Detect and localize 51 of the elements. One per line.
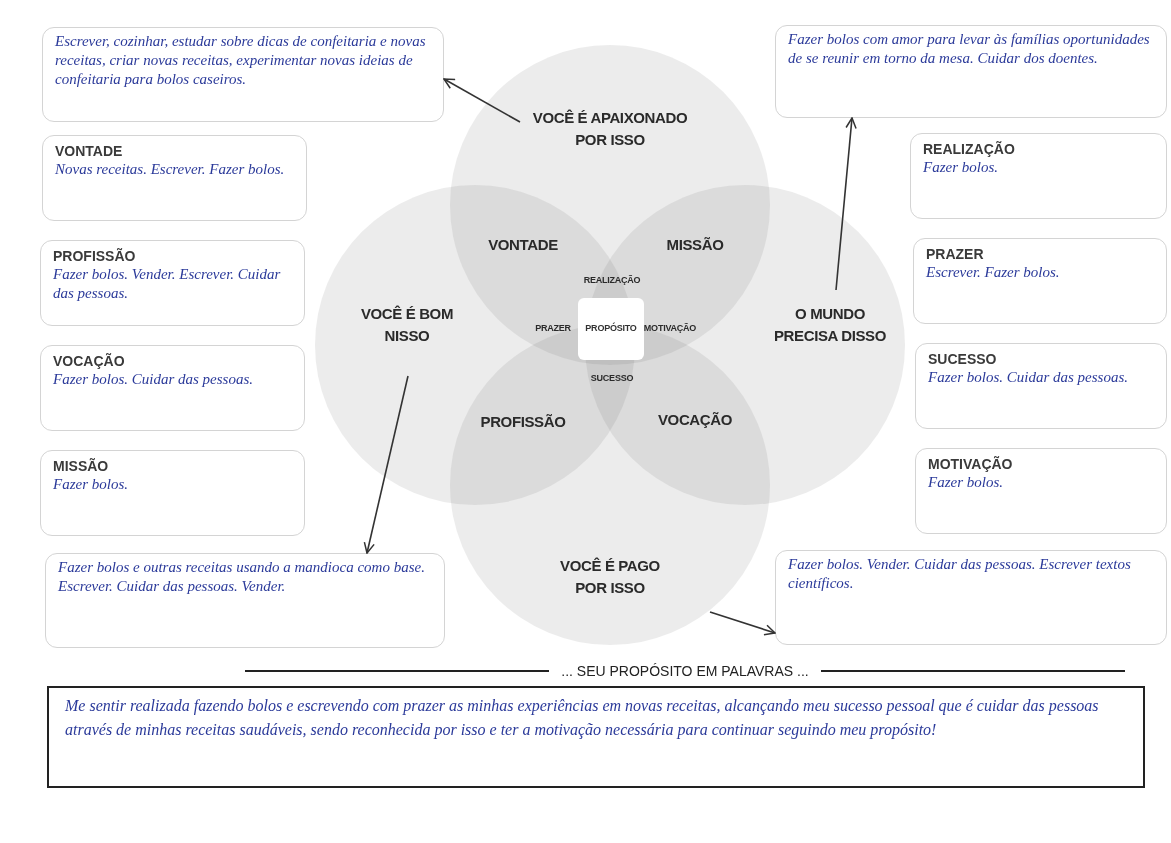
card-title: VONTADE: [55, 142, 124, 160]
answer-card: [913, 238, 1167, 324]
card-title: PRAZER: [926, 245, 985, 263]
handwritten-answer: Escrever. Fazer bolos.: [926, 263, 1061, 282]
handwritten-answer: Me sentir realizada fazendo bolos e escrevendo com prazer as minhas experiências em novas receitas, alcançando meu sucesso pessoal que é cuidar das pessoas através de minhas receitas saudáveis, sendo reconhecida por isso e ter a motivação necessária para continuar seguindo meu propósito!: [65, 696, 1100, 741]
card-title: MOTIVAÇÃO: [928, 455, 1014, 473]
arrow: [835, 117, 857, 291]
handwritten-answer: Fazer bolos. Vender. Escrever. Cuidar das pessoas.: [53, 265, 282, 303]
region-label: MOTIVAÇÃO: [643, 322, 697, 336]
card-title: VOCAÇÃO: [53, 352, 126, 370]
region-label: PRAZER: [535, 322, 571, 336]
handwritten-answer: Fazer bolos. Cuidar das pessoas.: [53, 370, 255, 389]
answer-card: [910, 133, 1167, 219]
card-title: PROFISSÃO: [53, 247, 137, 265]
handwritten-answer: Novas receitas. Escrever. Fazer bolos.: [55, 160, 286, 179]
card-title: MISSÃO: [53, 457, 110, 475]
circle-title: VOCÊ É BOM NISSO: [359, 304, 455, 346]
circle-title: O MUNDO PRECISA DISSO: [772, 304, 888, 346]
answer-box: [775, 25, 1167, 118]
handwritten-answer: Fazer bolos.: [928, 473, 1004, 492]
region-label: VOCAÇÃO: [658, 409, 732, 430]
handwritten-answer: Fazer bolos. Vender. Cuidar das pessoas. Escrever textos científicos.: [788, 555, 1132, 593]
card-title: REALIZAÇÃO: [923, 140, 1016, 158]
region-label: VONTADE: [488, 234, 558, 255]
answer-card: [42, 135, 307, 221]
answer-card: [40, 345, 305, 431]
arrow: [443, 78, 521, 123]
answer-box: [42, 27, 444, 122]
handwritten-answer: Fazer bolos e outras receitas usando a mandioca como base. Escrever. Cuidar das pessoas. Vender.: [58, 558, 426, 596]
card-title: SUCESSO: [928, 350, 998, 368]
region-label: REALIZAÇÃO: [583, 274, 641, 288]
answer-card: [40, 450, 305, 536]
handwritten-answer: Escrever, cozinhar, estudar sobre dicas de confeitaria e novas receitas, criar novas receitas, experimentar novas ideias de confeitaria para bolos caseiros.: [55, 32, 427, 89]
region-label: PROFISSÃO: [480, 411, 566, 432]
answer-box: [775, 550, 1167, 645]
handwritten-answer: Fazer bolos. Cuidar das pessoas.: [928, 368, 1130, 387]
circle-title: VOCÊ É APAIXONADO POR ISSO: [531, 108, 689, 150]
handwritten-answer: Fazer bolos.: [923, 158, 999, 177]
handwritten-answer: Fazer bolos.: [53, 475, 129, 494]
circle-title: VOCÊ É PAGO POR ISSO: [559, 556, 661, 598]
answer-box: [45, 553, 445, 648]
answer-card: [40, 240, 305, 326]
answer-card: [915, 448, 1167, 534]
section-heading: ... SEU PROPÓSITO EM PALAVRAS ...: [561, 661, 809, 681]
arrow: [709, 611, 776, 636]
answer-card: [915, 343, 1167, 429]
handwritten-answer: Fazer bolos com amor para levar às famílias oportunidades de se reunir em torno da mesa. Cuidar dos doentes.: [788, 30, 1151, 68]
center-title: PROPÓSITO: [585, 322, 637, 336]
region-label: SUCESSO: [590, 372, 634, 386]
arrow: [363, 375, 409, 554]
region-label: MISSÃO: [666, 234, 724, 255]
